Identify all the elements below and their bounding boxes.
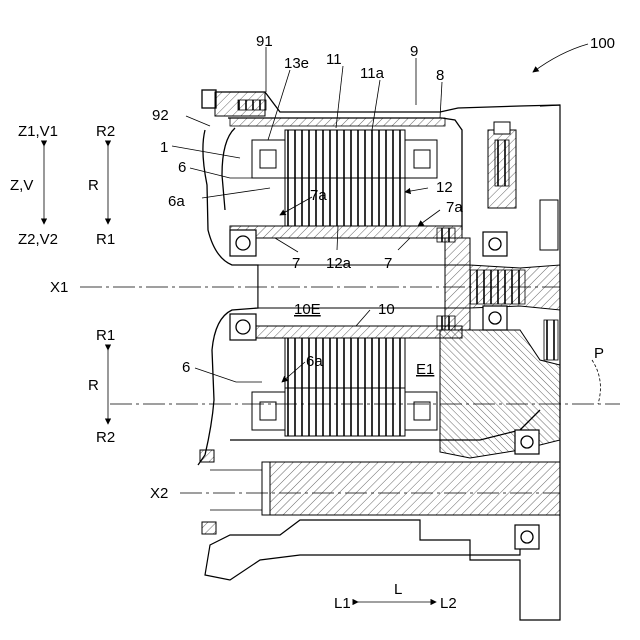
- legend-z-mid: Z,V: [10, 177, 33, 194]
- label-1: 1: [160, 139, 168, 156]
- label-91: 91: [256, 33, 273, 50]
- label-13e: 13e: [284, 55, 309, 72]
- lower-fasteners: [200, 450, 262, 534]
- label-100: 100: [590, 35, 615, 52]
- legend-r-bot-lower: R2: [96, 429, 115, 446]
- label-11a: 11a: [360, 65, 385, 82]
- label-7-right: 7: [384, 255, 392, 272]
- legend-r-top-upper: R2: [96, 123, 115, 140]
- label-7-left: 7: [292, 255, 300, 272]
- label-6-bottom: 6: [182, 359, 190, 376]
- legend-r-bot-mid: R: [88, 377, 99, 394]
- label-E1: E1: [416, 361, 434, 378]
- legend-l-mid: L: [394, 581, 402, 598]
- label-10: 10: [378, 301, 395, 318]
- legend-r-bot-upper: R1: [96, 327, 115, 344]
- label-9: 9: [410, 43, 418, 60]
- stator-upper: [230, 130, 462, 238]
- label-92: 92: [152, 107, 169, 124]
- label-6a-bottom: 6a: [306, 353, 323, 370]
- label-X1: X1: [50, 279, 68, 296]
- legend-z-top: Z1,V1: [18, 123, 58, 140]
- label-6a-top: 6a: [168, 193, 185, 210]
- legend-r-top-lower: R1: [96, 231, 115, 248]
- label-8: 8: [436, 67, 444, 84]
- label-11: 11: [326, 51, 342, 68]
- legend-l-right: L2: [440, 595, 457, 612]
- label-12: 12: [436, 179, 453, 196]
- label-10E: 10E: [294, 301, 321, 318]
- legend-z-bottom: Z2,V2: [18, 231, 58, 248]
- label-7a-left: 7a: [310, 187, 327, 204]
- label-7a-right: 7a: [446, 199, 463, 216]
- label-6-top: 6: [178, 159, 186, 176]
- label-P: P: [594, 345, 604, 362]
- label-12a: 12a: [326, 255, 352, 272]
- legend-r-top-mid: R: [88, 177, 99, 194]
- legend-l-left: L1: [334, 595, 351, 612]
- label-X2: X2: [150, 485, 168, 502]
